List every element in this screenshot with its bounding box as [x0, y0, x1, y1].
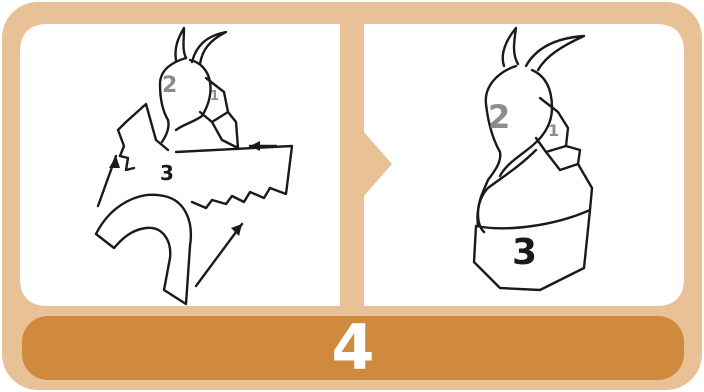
- label-body-right: 3: [512, 232, 537, 273]
- left-panel: [20, 24, 340, 306]
- label-head-right: 2: [488, 98, 510, 136]
- step-number: 4: [331, 317, 374, 379]
- label-neck-left: 1: [210, 89, 219, 104]
- label-head-left: 2: [162, 73, 177, 98]
- label-body-left: 3: [160, 161, 174, 185]
- step-bar: 4: [22, 316, 684, 380]
- label-neck-right: 1: [548, 121, 559, 140]
